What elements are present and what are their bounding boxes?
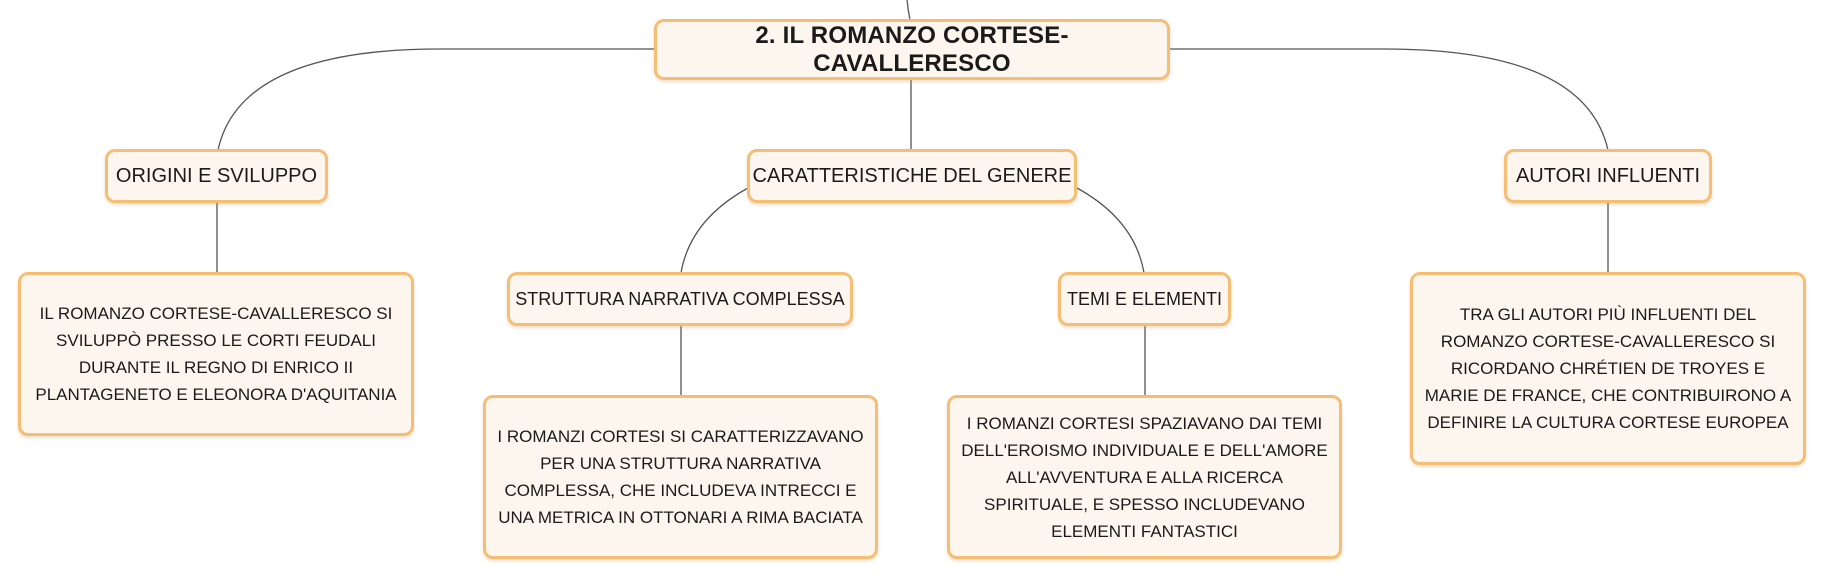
topic-autori-label: AUTORI INFLUENTI <box>1515 164 1701 187</box>
detail-struttura-text: I ROMANZI CORTESI SI CARATTERIZZAVANO PE… <box>497 427 864 527</box>
subtopic-temi-e-elementi[interactable]: TEMI E ELEMENTI <box>1058 272 1231 326</box>
detail-origini-text: IL ROMANZO CORTESE-CAVALLERESCO SI SVILU… <box>35 304 397 404</box>
connector-root-to-origini <box>217 48 654 151</box>
detail-temi-text: I ROMANZI CORTESI SPAZIAVANO DAI TEMI DE… <box>961 413 1328 541</box>
connector-root-to-autori <box>1169 48 1609 151</box>
subtopic-temi-label: TEMI E ELEMENTI <box>1066 288 1223 309</box>
connector-caratteristiche-to-struttura <box>680 187 749 274</box>
connector-caratteristiche-to-temi <box>1076 187 1145 274</box>
detail-origini[interactable]: IL ROMANZO CORTESE-CAVALLERESCO SI SVILU… <box>18 272 414 436</box>
root-label: 2. IL ROMANZO CORTESE-CAVALLERESCO <box>755 21 1069 77</box>
detail-temi[interactable]: I ROMANZI CORTESI SPAZIAVANO DAI TEMI DE… <box>947 395 1342 559</box>
topic-caratteristiche-del-genere[interactable]: CARATTERISTICHE DEL GENERE <box>747 149 1077 203</box>
topic-caratteristiche-label: CARATTERISTICHE DEL GENERE <box>752 164 1072 187</box>
subtopic-struttura-narrativa[interactable]: STRUTTURA NARRATIVA COMPLESSA <box>507 272 853 326</box>
subtopic-struttura-label: STRUTTURA NARRATIVA COMPLESSA <box>515 288 845 309</box>
topic-origini-e-sviluppo[interactable]: ORIGINI E SVILUPPO <box>105 149 328 203</box>
root-node[interactable]: 2. IL ROMANZO CORTESE-CAVALLERESCO <box>654 19 1170 80</box>
connector-parent-to-root <box>906 0 911 21</box>
topic-origini-label: ORIGINI E SVILUPPO <box>115 164 318 187</box>
detail-autori[interactable]: TRA GLI AUTORI PIÙ INFLUENTI DEL ROMANZO… <box>1410 272 1806 465</box>
detail-struttura[interactable]: I ROMANZI CORTESI SI CARATTERIZZAVANO PE… <box>483 395 878 559</box>
topic-autori-influenti[interactable]: AUTORI INFLUENTI <box>1504 149 1712 203</box>
detail-autori-text: TRA GLI AUTORI PIÙ INFLUENTI DEL ROMANZO… <box>1424 305 1792 432</box>
